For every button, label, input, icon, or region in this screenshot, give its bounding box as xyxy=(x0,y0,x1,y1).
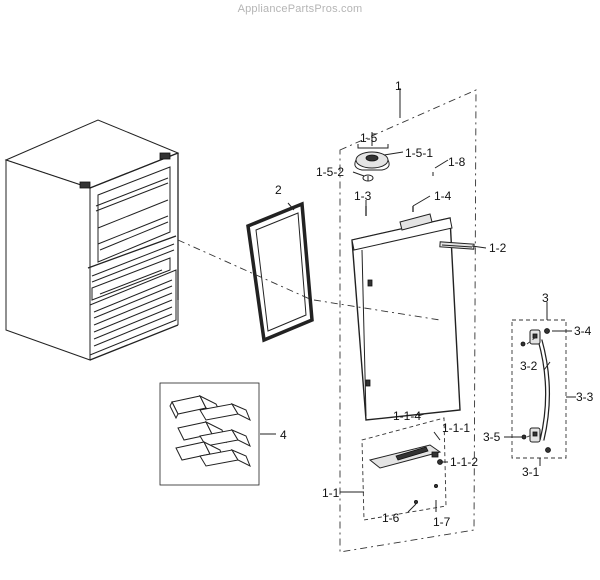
leader-lines xyxy=(260,88,576,513)
callout-3-5: 3-5 xyxy=(483,430,501,444)
callout-4: 4 xyxy=(280,428,287,442)
callout-1-5: 1-5 xyxy=(360,131,378,145)
lower-hinge-parts xyxy=(368,444,443,504)
assembly-outlines xyxy=(177,89,567,553)
screws xyxy=(365,172,434,216)
callout-1-3: 1-3 xyxy=(354,189,372,203)
callout-3-1: 3-1 xyxy=(522,465,540,479)
door-gasket xyxy=(246,201,314,343)
watermark: AppliancePartsPros.com xyxy=(237,3,363,15)
callout-1-2: 1-2 xyxy=(489,241,507,255)
callout-1-5-2: 1-5-2 xyxy=(316,165,344,179)
refrigerator-cabinet xyxy=(4,119,180,361)
callout-1: 1 xyxy=(395,79,402,93)
callout-1-4: 1-4 xyxy=(434,189,452,203)
callout-1-6: 1-6 xyxy=(382,511,400,525)
hinge-pin xyxy=(439,241,475,250)
callout-1-1-4: 1-1-4 xyxy=(393,409,421,423)
hinge-assembly xyxy=(354,151,390,182)
door-handle xyxy=(520,328,551,453)
callout-1-1-1: 1-1-1 xyxy=(442,421,470,435)
callout-3: 3 xyxy=(542,291,549,305)
door-bins xyxy=(159,382,260,486)
callout-3-4: 3-4 xyxy=(574,324,592,338)
callout-3-3: 3-3 xyxy=(576,390,594,404)
callout-labels: 1 1-5 1-5-1 1-5-2 1-8 1-3 1-4 1-2 2 3 3-… xyxy=(275,79,594,529)
callout-2: 2 xyxy=(275,183,282,197)
callout-3-2: 3-2 xyxy=(520,359,538,373)
callout-1-1: 1-1 xyxy=(322,486,340,500)
callout-1-7: 1-7 xyxy=(433,515,451,529)
callout-1-5-1: 1-5-1 xyxy=(405,146,433,160)
refrigerator-door xyxy=(351,213,461,421)
callout-1-1-2: 1-1-2 xyxy=(450,455,478,469)
callout-1-8: 1-8 xyxy=(448,155,466,169)
